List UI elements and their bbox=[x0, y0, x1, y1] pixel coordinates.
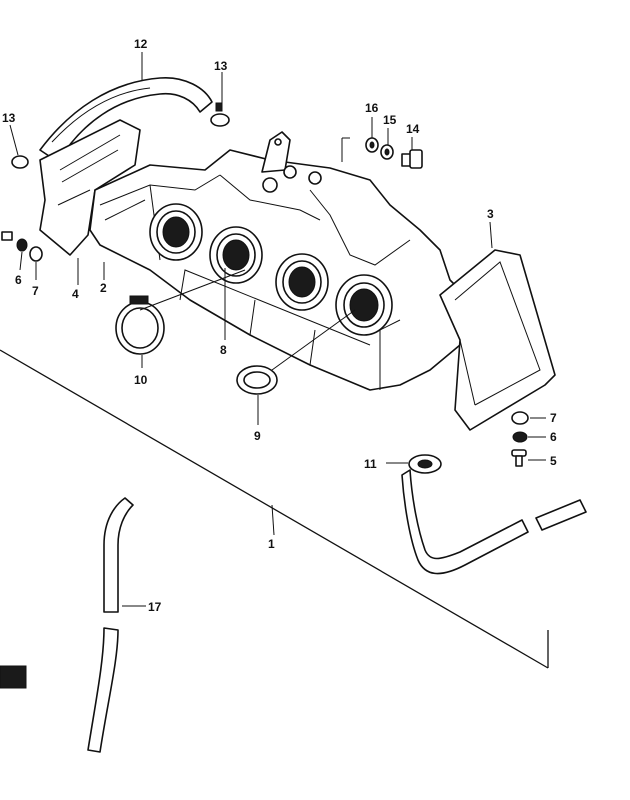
nut-6-right bbox=[512, 431, 528, 443]
callout-9: 9 bbox=[254, 429, 261, 443]
air-duct bbox=[439, 249, 556, 431]
seal-ring bbox=[236, 365, 278, 395]
callout-12: 12 bbox=[134, 37, 148, 51]
intake-funnels bbox=[149, 203, 393, 336]
callout-8: 8 bbox=[220, 343, 227, 357]
funnel-clamp bbox=[115, 295, 165, 355]
bolt-left bbox=[1, 231, 13, 241]
callout-6-right: 6 bbox=[550, 430, 557, 444]
callout-13-left: 13 bbox=[2, 111, 16, 125]
drain-hose bbox=[87, 497, 134, 753]
callout-3: 3 bbox=[487, 207, 494, 221]
intake-funnel-2 bbox=[209, 226, 263, 284]
bolt-5-right bbox=[511, 449, 527, 467]
corner-mark bbox=[0, 665, 27, 689]
intake-funnel-3 bbox=[275, 253, 329, 311]
drain-pipe bbox=[401, 454, 529, 575]
bolt-14 bbox=[401, 149, 423, 169]
hose-clamp-top bbox=[210, 102, 230, 127]
intake-funnel-1 bbox=[149, 203, 203, 261]
callout-11: 11 bbox=[364, 457, 377, 471]
washer-16 bbox=[365, 137, 379, 153]
callout-16: 16 bbox=[365, 101, 379, 115]
callout-7-left: 7 bbox=[32, 284, 39, 298]
nut-6-left bbox=[16, 238, 28, 252]
assembly-boundary-line bbox=[0, 349, 549, 669]
intake-funnel-4 bbox=[335, 274, 393, 336]
callout-6-left: 6 bbox=[15, 273, 22, 287]
washer-7-right bbox=[511, 411, 529, 425]
callout-15: 15 bbox=[383, 113, 397, 127]
callout-10: 10 bbox=[134, 373, 148, 387]
drain-cap bbox=[535, 499, 587, 531]
callout-14: 14 bbox=[406, 122, 420, 136]
callout-4: 4 bbox=[72, 287, 79, 301]
leader-lines bbox=[9, 52, 546, 607]
callout-labels: 12 13 13 16 15 14 3 6 7 4 2 8 10 9 7 6 5… bbox=[2, 37, 557, 614]
hose-clamp-left bbox=[11, 155, 29, 169]
callout-17: 17 bbox=[148, 600, 162, 614]
callout-2: 2 bbox=[100, 281, 107, 295]
callout-7-right: 7 bbox=[550, 411, 557, 425]
callout-1: 1 bbox=[268, 537, 275, 551]
washer-15 bbox=[380, 144, 394, 160]
callout-13-top: 13 bbox=[214, 59, 228, 73]
callout-5: 5 bbox=[550, 454, 557, 468]
washer-7-left bbox=[29, 246, 43, 262]
